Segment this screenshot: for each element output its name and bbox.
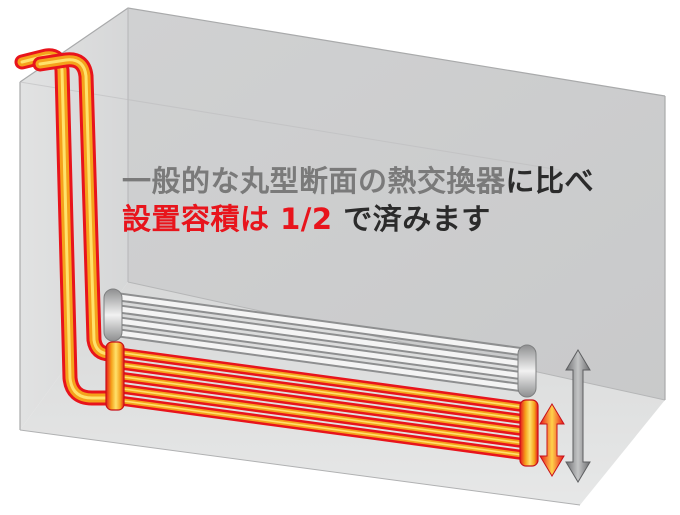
caption-volume-label: 設置容積は xyxy=(122,202,270,236)
round-heat-exchanger xyxy=(103,288,537,398)
inlet-outlet-pipes xyxy=(14,48,120,406)
caption-line-2: 設置容積は 1/2 で済みます xyxy=(122,202,491,236)
caption-line-1: 一般的な丸型断面の熱交換器に比べ xyxy=(122,164,594,198)
gray-left-header xyxy=(103,288,123,342)
red-height-arrow xyxy=(539,403,565,477)
red-right-header xyxy=(519,399,539,467)
box-back-wall xyxy=(128,8,665,400)
flat-heat-exchanger xyxy=(14,48,539,467)
flat-tubes xyxy=(111,347,535,461)
red-left-header xyxy=(105,341,125,411)
caption-volume-ratio: 1/2 xyxy=(280,202,333,236)
caption-volume-suffix: で済みます xyxy=(343,202,491,236)
gray-right-header xyxy=(517,344,537,398)
caption-comparison-subject: 一般的な丸型断面の熱交換器 xyxy=(122,164,506,198)
caption-comparison-suffix: に比べ xyxy=(505,164,595,198)
double-arrow-vertical-icon xyxy=(539,403,565,477)
double-arrow-vertical-icon xyxy=(565,349,591,483)
box-left-wall xyxy=(20,8,128,430)
gray-height-arrow xyxy=(565,349,591,483)
